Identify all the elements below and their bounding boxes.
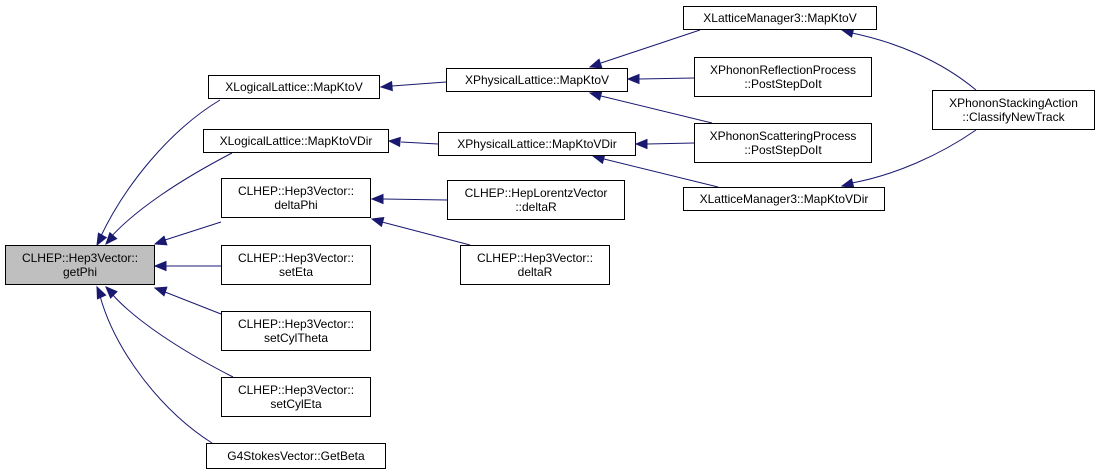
node-hep3vector-seteta[interactable]: CLHEP::Hep3Vector:: setEta (221, 245, 371, 285)
edge-getbeta-to-getphi (96, 285, 213, 444)
edge-arrowhead (379, 80, 393, 92)
edge-line (381, 221, 471, 246)
edge-setcyltheta-to-getphi (153, 286, 222, 315)
edge-line (646, 142, 695, 145)
node-label-line: XLogicalLattice::MapKtoVDir (219, 134, 373, 148)
edge-mapktovdir-to-getphi (105, 152, 233, 245)
node-label-line: CLHEP::HepLorentzVector (464, 186, 608, 200)
node-label-line: XLogicalLattice::MapKtoV (225, 80, 363, 94)
node-hep3vector-deltar[interactable]: CLHEP::Hep3Vector:: deltaR (460, 245, 610, 285)
node-xphononreflectionprocess-poststepdoit[interactable]: XPhononReflectionProcess ::PostStepDoIt (694, 57, 872, 97)
node-label-line: CLHEP::Hep3Vector:: (237, 251, 355, 265)
edge-deltaphi-to-getphi (153, 221, 222, 246)
edge-line (400, 141, 439, 145)
edge-line (99, 99, 221, 239)
edge-line (851, 32, 977, 91)
edge-line (382, 198, 448, 201)
node-label-line: CLHEP::Hep3Vector:: (237, 317, 355, 331)
edge-arrowhead (96, 232, 108, 247)
edge-xpsp-to-xpl-vd (634, 138, 695, 150)
node-hep3vector-setcyleta[interactable]: CLHEP::Hep3Vector:: setCylEta (221, 377, 371, 417)
node-label-line: XPhysicalLattice::MapKtoVDir (457, 137, 617, 151)
edge-line (851, 129, 977, 184)
node-label-line: XPhononStackingAction (949, 96, 1078, 110)
edge-arrowhead (153, 286, 168, 297)
edge-arrowhead (588, 58, 603, 69)
edge-line (164, 221, 222, 241)
edge-line (391, 81, 447, 87)
edge-xlm-vd-to-xpl-vd (591, 153, 719, 188)
edge-xpsa-to-xlm-vd (840, 129, 977, 189)
node-heplorentzvector-deltar[interactable]: CLHEP::HepLorentzVector ::deltaR (447, 180, 625, 220)
node-label-line: getPhi (62, 265, 98, 279)
node-label-line: XPhononScatteringProcess (709, 129, 857, 143)
node-label-line: setCylEta (270, 397, 322, 411)
edge-arrowhead (105, 286, 118, 299)
edge-line (164, 291, 222, 315)
node-g4stokesvector-getbeta[interactable]: G4StokesVector::GetBeta (206, 443, 386, 469)
edge-line (600, 29, 701, 64)
edge-xpsp-to-xpl-v (588, 90, 713, 124)
edge-line (600, 95, 713, 124)
edge-line (111, 293, 234, 378)
node-xphononscatteringprocess-poststepdoit[interactable]: XPhononScatteringProcess ::PostStepDoIt (694, 123, 872, 163)
edge-hlv-to-deltaphi (370, 193, 448, 205)
node-label-line: CLHEP::Hep3Vector:: (476, 251, 594, 265)
node-label-line: deltaR (517, 265, 553, 279)
node-label-line: deltaPhi (274, 198, 318, 212)
edge-line (638, 77, 695, 80)
edge-arrowhead (96, 285, 107, 300)
node-hep3vector-deltaphi[interactable]: CLHEP::Hep3Vector:: deltaPhi (221, 178, 371, 218)
node-hep3vector-getphi[interactable]: CLHEP::Hep3Vector:: getPhi (5, 245, 155, 285)
node-label-line: ::deltaR (515, 200, 557, 214)
edge-arrowhead (370, 216, 385, 228)
edge-mapktov-to-getphi (96, 99, 221, 247)
node-label-line: XLatticeManager3::MapKtoV (703, 11, 857, 25)
edge-arrowhead (370, 193, 384, 205)
node-xlogicallattice-mapktov[interactable]: XLogicalLattice::MapKtoV (208, 75, 380, 99)
edge-h3dr-to-deltaphi (370, 216, 471, 246)
node-xphysicallattice-mapktovdir[interactable]: XPhysicalLattice::MapKtoVDir (438, 132, 636, 156)
node-label-line: setCylTheta (263, 331, 329, 345)
node-label-line: XLatticeManager3::MapKtoVDir (699, 192, 869, 206)
edge-setcyleta-to-getphi (105, 286, 234, 378)
node-label-line: ::PostStepDoIt (744, 143, 822, 157)
edge-arrowhead (153, 235, 168, 246)
edge-arrowhead (387, 136, 401, 148)
node-label-line: ::PostStepDoIt (744, 77, 822, 91)
edge-xpl-vd-to-xll-vd (387, 136, 439, 148)
node-xlatticemanager3-mapktovdir[interactable]: XLatticeManager3::MapKtoVDir (683, 187, 885, 211)
edge-arrowhead (153, 260, 167, 272)
node-label-line: CLHEP::Hep3Vector:: (237, 184, 355, 198)
node-hep3vector-setcyltheta[interactable]: CLHEP::Hep3Vector:: setCylTheta (221, 311, 371, 351)
edge-arrowhead (588, 90, 603, 101)
node-xphononstackingaction-classifynewtrack[interactable]: XPhononStackingAction ::ClassifyNewTrack (932, 90, 1095, 130)
node-label-line: ::ClassifyNewTrack (962, 110, 1065, 124)
node-label-line: CLHEP::Hep3Vector:: (237, 383, 355, 397)
node-xphysicallattice-mapktov[interactable]: XPhysicalLattice::MapKtoV (446, 68, 628, 92)
node-label-line: XPhysicalLattice::MapKtoV (464, 73, 610, 87)
node-xlatticemanager3-mapktov[interactable]: XLatticeManager3::MapKtoV (683, 6, 877, 30)
node-label-line: XPhononReflectionProcess (709, 63, 857, 77)
edge-arrowhead (626, 73, 640, 85)
node-label-line: setEta (278, 265, 314, 279)
edge-xlm-v-to-xpl-v (588, 29, 701, 69)
edge-line (109, 152, 233, 239)
edge-line (603, 158, 719, 188)
edge-xpl-v-to-xll-v (379, 80, 447, 92)
node-label-line: CLHEP::Hep3Vector:: (21, 251, 139, 265)
node-xlogicallattice-mapktovdir[interactable]: XLogicalLattice::MapKtoVDir (203, 129, 389, 153)
node-label-line: G4StokesVector::GetBeta (227, 449, 365, 463)
edge-seteta-to-getphi (153, 260, 221, 272)
edge-arrowhead (634, 138, 648, 150)
edge-xprp-to-xpl-v (626, 73, 695, 85)
edge-arrowhead (105, 231, 118, 245)
edge-line (99, 295, 213, 444)
edge-arrowhead (840, 178, 855, 189)
